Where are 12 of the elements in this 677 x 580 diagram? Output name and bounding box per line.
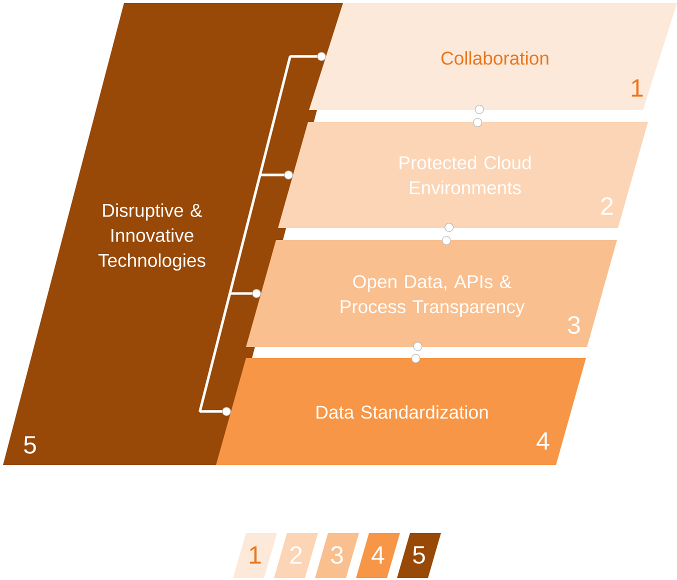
bracket-branch: [230, 288, 261, 298]
layer-band: Open Data, APIs & Process Transparency 3: [246, 240, 617, 347]
layer-band: Protected Cloud Environments 2: [278, 122, 648, 228]
connector: [473, 104, 484, 128]
connector: [411, 342, 422, 364]
connector: [442, 222, 454, 246]
layer-band: Data Standardization 4: [216, 358, 586, 465]
bracket-branch: [290, 52, 326, 61]
bracket-branch: [200, 406, 231, 416]
bracket-line: [198, 56, 292, 412]
layer-band: Collaboration 1: [309, 3, 677, 110]
bracket-branch: [260, 170, 293, 180]
